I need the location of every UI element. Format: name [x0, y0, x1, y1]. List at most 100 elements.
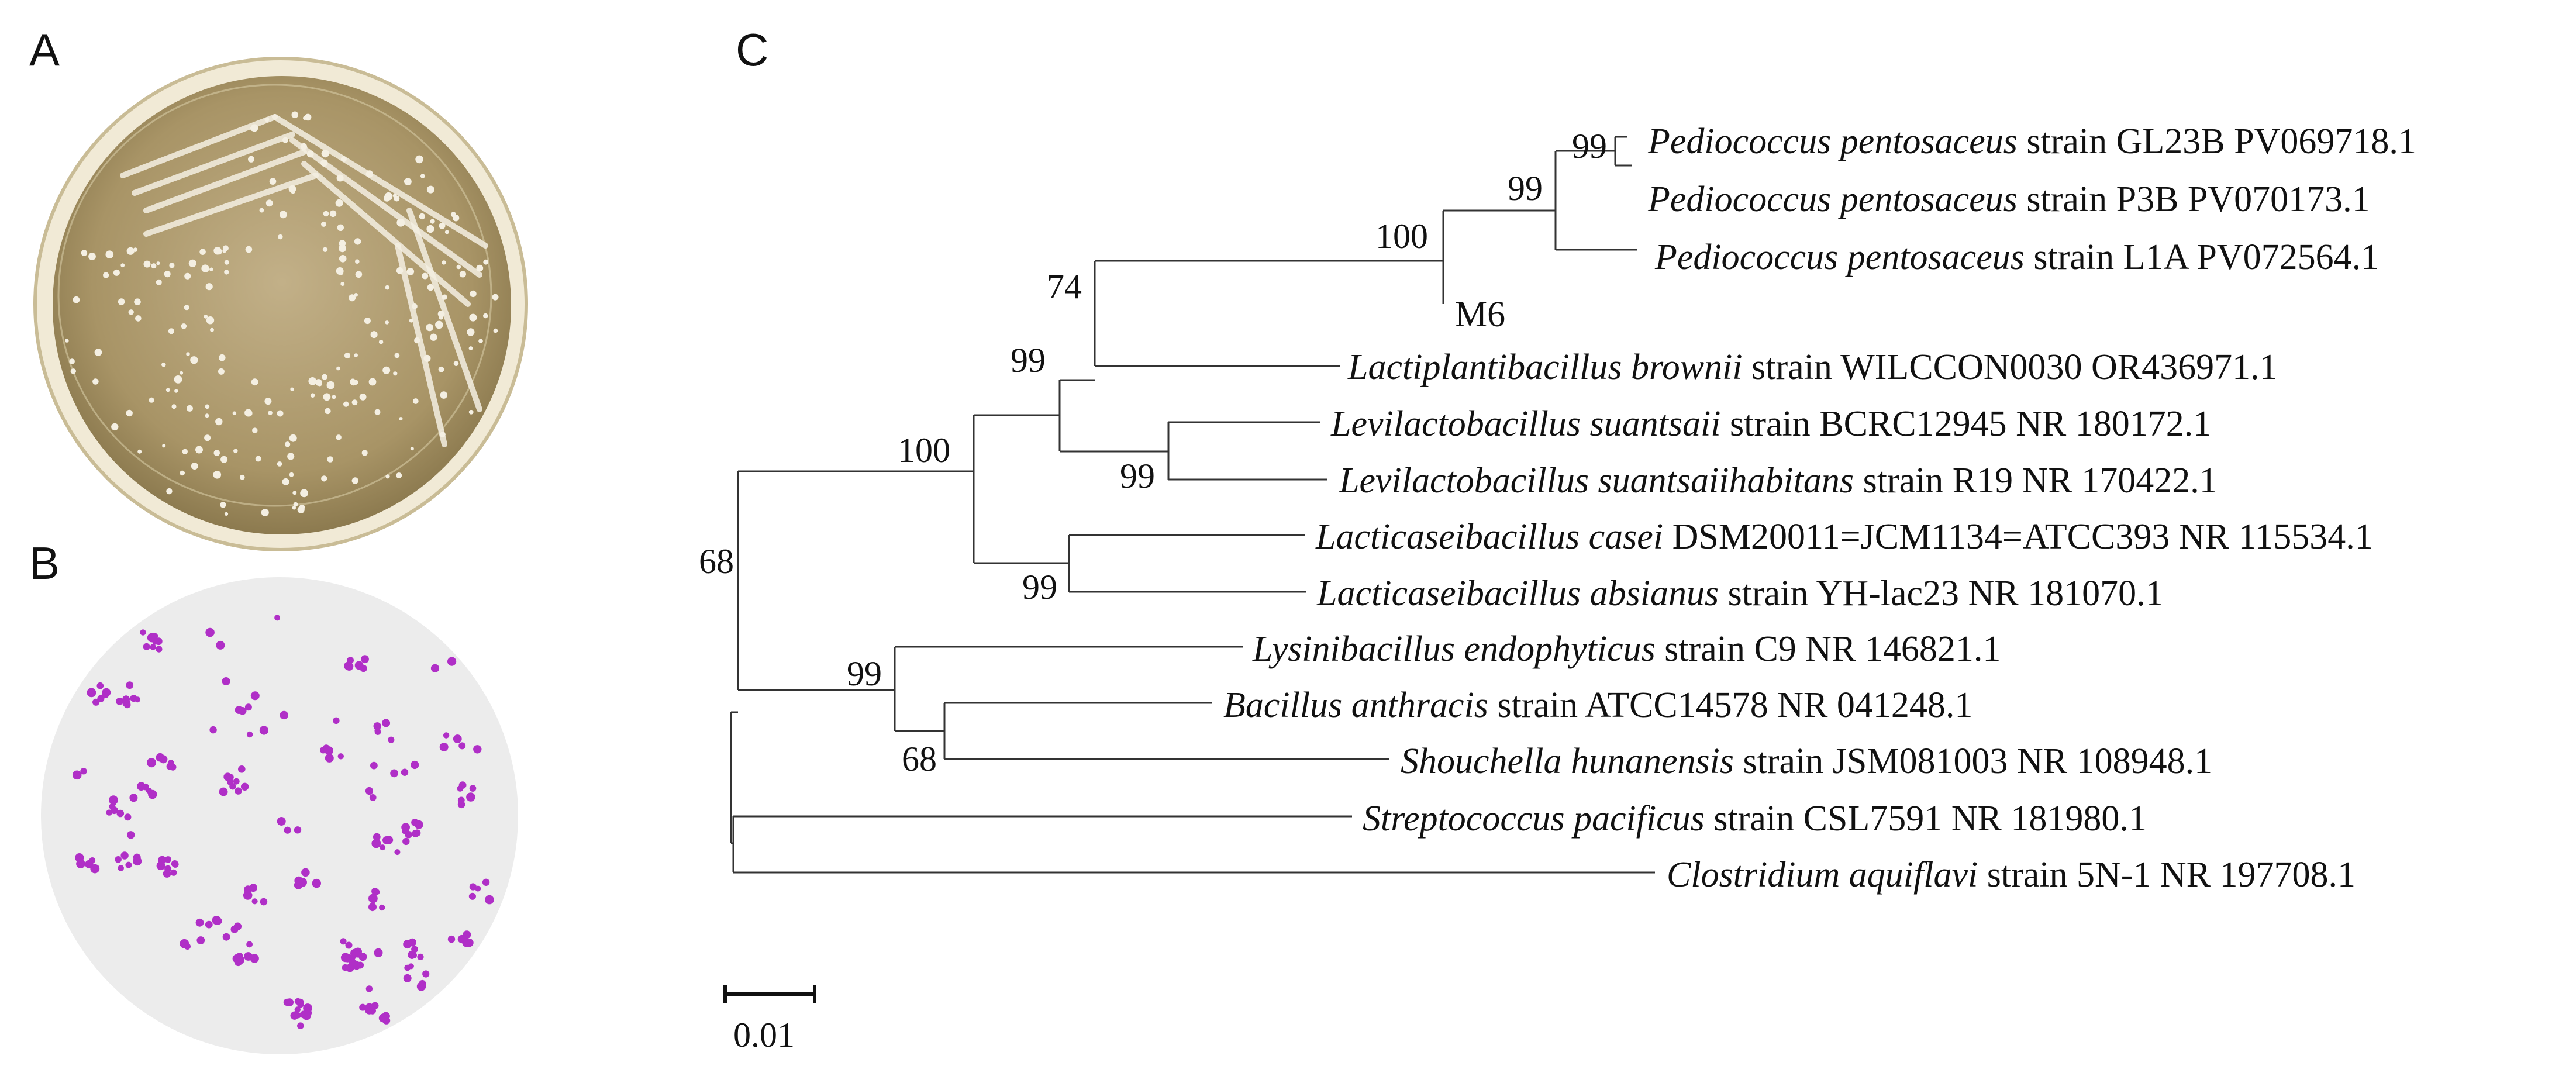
colony: [453, 361, 459, 366]
colony-streak: [395, 243, 447, 447]
coccus-cell: [379, 904, 385, 911]
coccus-cell: [152, 638, 159, 645]
colony: [240, 474, 245, 480]
colony: [419, 213, 425, 220]
colony: [323, 211, 329, 217]
coccus-cell: [312, 878, 321, 888]
colony: [255, 456, 261, 462]
colony: [224, 512, 229, 516]
colony: [423, 354, 431, 362]
colony: [288, 185, 296, 193]
colony: [420, 174, 425, 178]
coccus-cell: [143, 643, 150, 650]
colony: [452, 215, 460, 222]
leaf-label: M6: [1455, 295, 1505, 334]
colony: [282, 137, 288, 143]
colony: [204, 434, 211, 441]
colony: [385, 474, 390, 479]
colony: [184, 272, 191, 280]
colony: [456, 264, 461, 270]
colony: [118, 298, 125, 305]
colony: [220, 456, 228, 463]
coccus-cell: [447, 657, 457, 666]
colony: [245, 246, 253, 253]
colony-streak: [301, 161, 471, 307]
coccus-cell: [92, 698, 100, 706]
colony: [206, 316, 215, 325]
coccus-cell: [475, 885, 481, 892]
colony-streak: [132, 132, 295, 196]
colony: [94, 349, 102, 356]
colony: [224, 270, 229, 275]
colony: [385, 320, 389, 325]
colony: [70, 368, 76, 374]
colony: [201, 264, 209, 272]
colony: [370, 331, 378, 339]
coccus-cell: [164, 856, 171, 863]
coccus-cell: [482, 878, 490, 887]
colony: [287, 453, 295, 460]
coccus-cell: [294, 876, 304, 885]
coccus-cell: [115, 856, 122, 863]
coccus-cell: [388, 736, 395, 743]
coccus-cell: [219, 787, 228, 796]
colony: [220, 502, 226, 508]
colony: [169, 263, 175, 268]
coccus-cell: [180, 939, 189, 948]
colony: [385, 285, 390, 290]
coccus-cell: [285, 998, 294, 1006]
colony: [467, 328, 475, 336]
coccus-cell: [457, 796, 465, 804]
bootstrap-value: 100: [898, 431, 950, 470]
colony: [426, 225, 434, 233]
colony: [113, 269, 120, 276]
colony: [292, 506, 296, 510]
coccus-cell: [365, 787, 374, 795]
colony: [392, 194, 397, 198]
coccus-cell: [402, 837, 410, 846]
coccus-cell: [325, 753, 334, 763]
bootstrap-value: 99: [1022, 568, 1057, 606]
coccus-cell: [382, 719, 391, 727]
colony: [337, 224, 344, 231]
leaf-label: Lacticaseibacillus absianus strain YH-la…: [1316, 574, 2164, 613]
colony: [409, 318, 413, 323]
colony: [355, 259, 360, 264]
colony: [426, 185, 434, 194]
colony: [162, 444, 166, 448]
colony: [459, 271, 467, 278]
coccus-cell: [116, 698, 123, 705]
coccus-cell: [233, 778, 240, 785]
bootstrap-values: 99 99 100 74 99 100 99 99 68 99 68: [699, 127, 1607, 778]
coccus-cell: [222, 933, 230, 941]
colony: [265, 199, 273, 207]
coccus-cell: [109, 798, 117, 806]
leaf-label: Shouchella hunanensis strain JSM081003 N…: [1401, 741, 2212, 781]
colony: [161, 362, 166, 367]
colony: [442, 260, 446, 265]
coccus-cell: [96, 682, 104, 689]
colony: [222, 249, 226, 253]
coccus-cell: [466, 792, 475, 802]
bootstrap-value: 68: [902, 740, 937, 778]
coccus-cell: [156, 753, 165, 762]
colony: [300, 489, 308, 498]
colony: [65, 339, 69, 343]
colony: [69, 358, 75, 364]
coccus-cell: [195, 918, 204, 927]
colony: [483, 259, 489, 265]
colony: [184, 305, 189, 311]
coccus-cell: [394, 849, 401, 856]
colony: [282, 478, 289, 485]
coccus-cell: [458, 742, 466, 750]
coccus-cell: [349, 954, 356, 960]
coccus-cell: [110, 806, 118, 815]
colony: [213, 247, 222, 255]
colony: [149, 397, 154, 403]
coccus-cell: [167, 760, 174, 767]
coccus-cell: [344, 661, 352, 670]
coccus-cell: [340, 938, 347, 945]
colony: [264, 398, 272, 405]
colony: [364, 318, 371, 325]
coccus-cell: [380, 844, 386, 851]
